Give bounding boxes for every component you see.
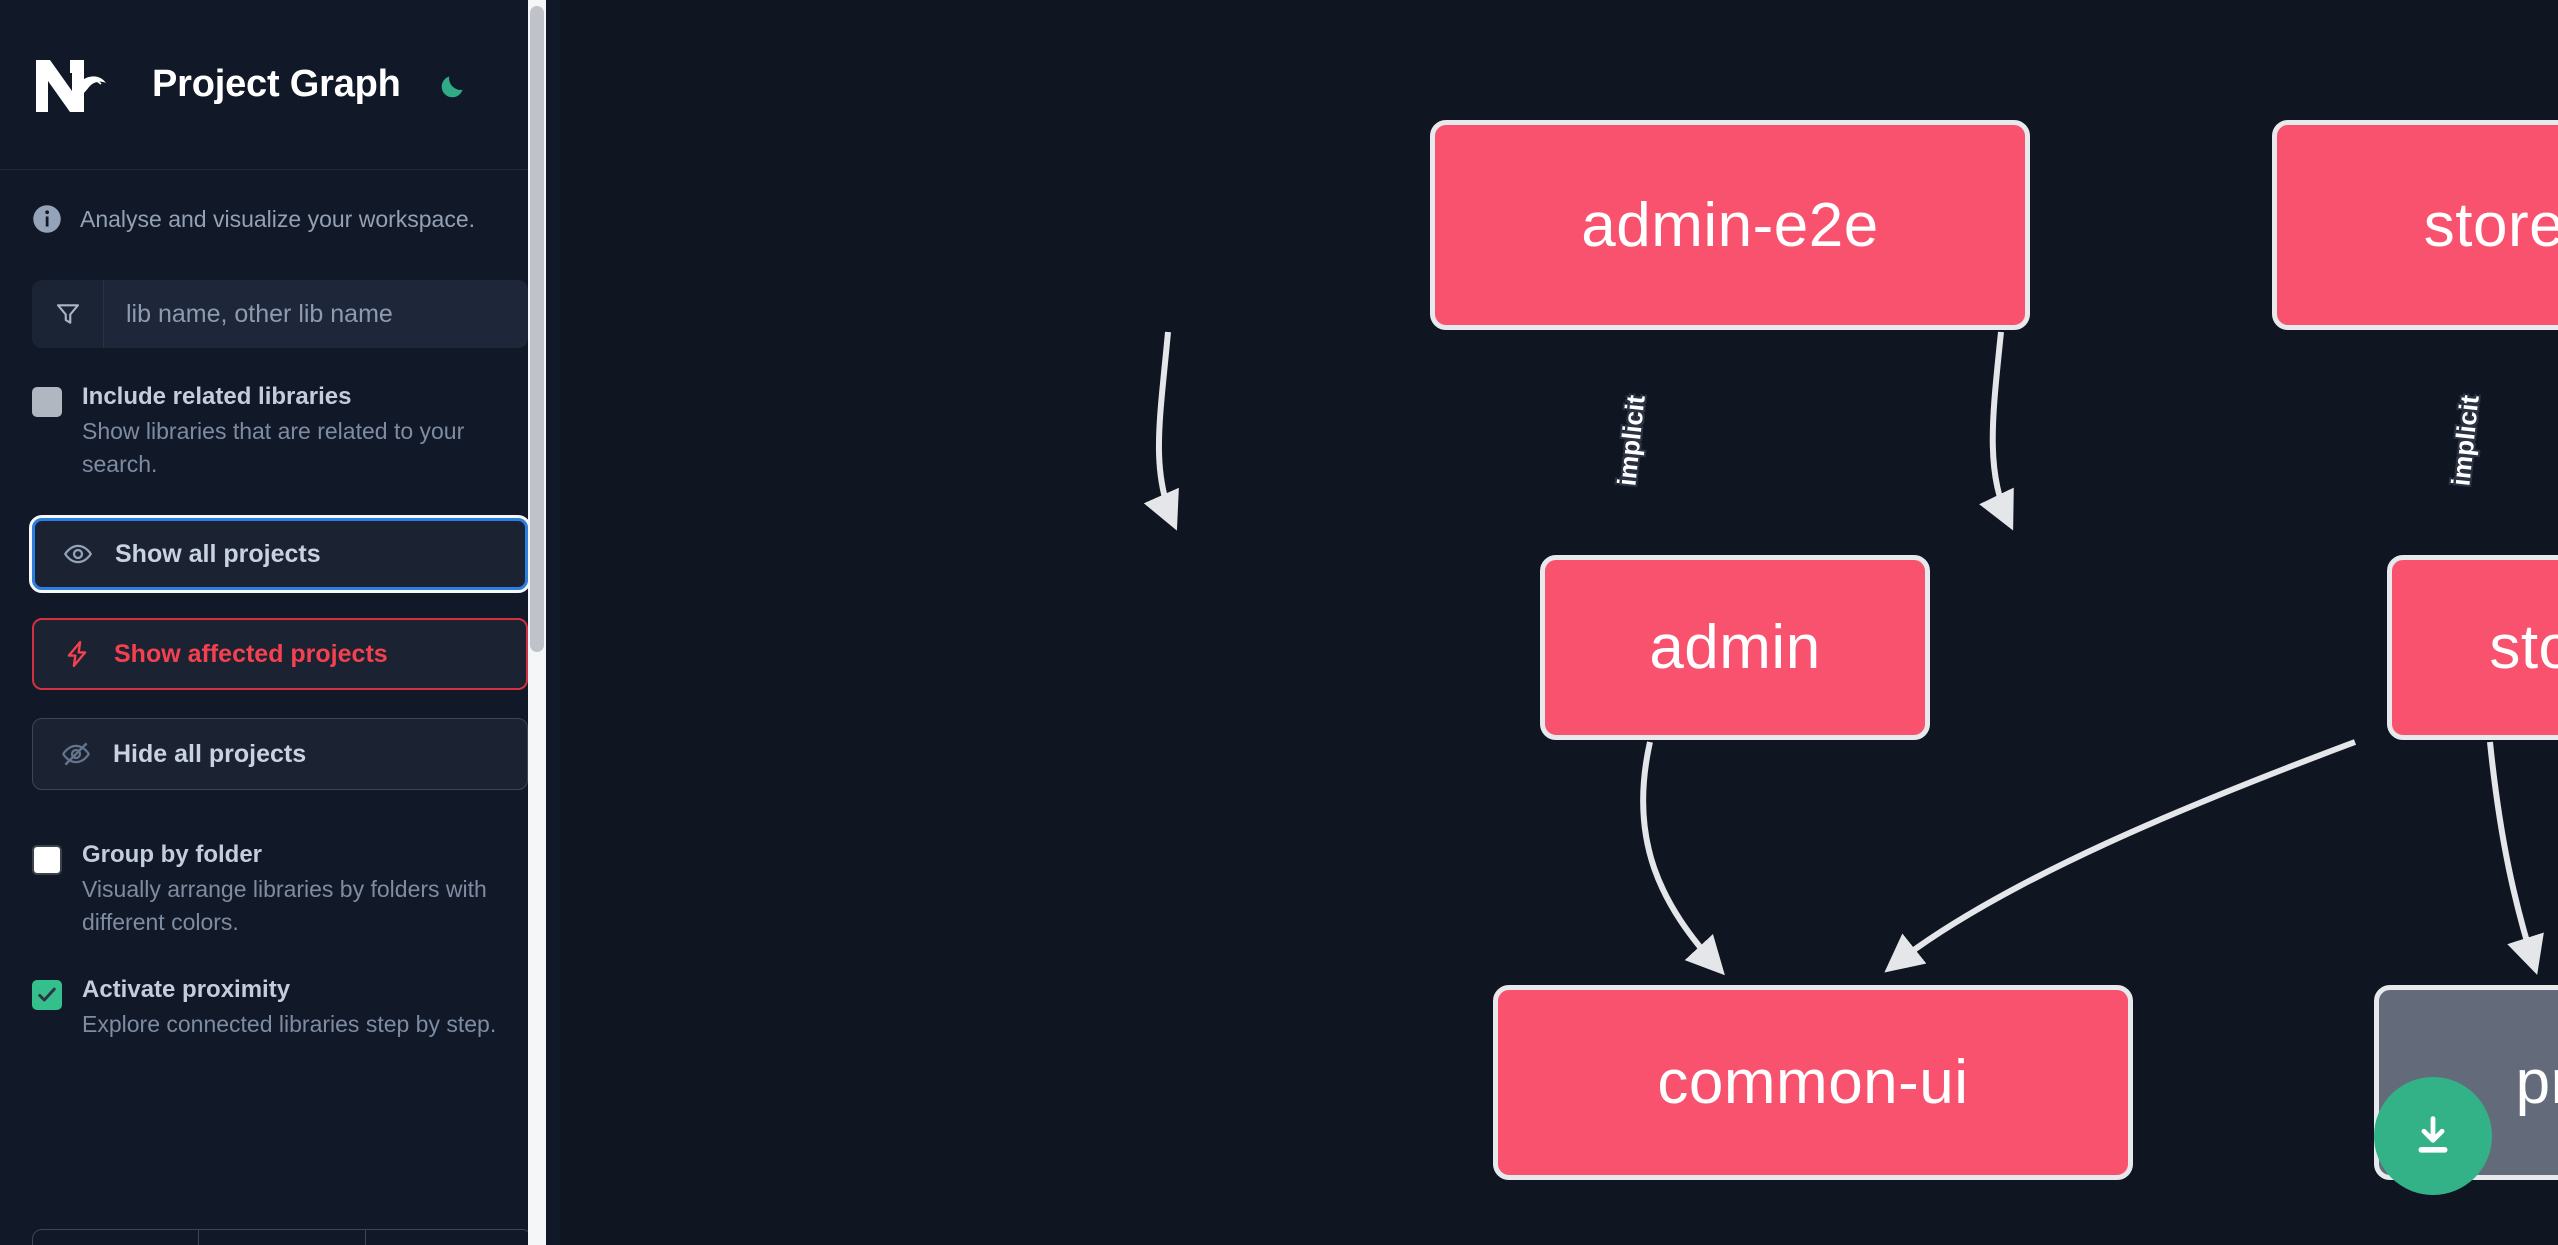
checkbox-include-related-libraries[interactable]: Include related libraries Show libraries… — [0, 348, 560, 480]
eye-off-icon — [61, 742, 91, 766]
edge-store-to-common-ui — [1884, 739, 2357, 973]
segment-option[interactable] — [366, 1230, 531, 1245]
checkbox-label: Activate proximity — [82, 975, 291, 1003]
sidebar-header: Project Graph — [0, 0, 560, 170]
checkbox-label: Include related libraries — [82, 383, 352, 410]
edge-admin-to-common-ui — [1640, 741, 1725, 976]
funnel-filter-icon — [32, 280, 104, 348]
node-label: admin — [1649, 613, 1821, 682]
checkbox-activate-proximity[interactable]: Activate proximity Explore connected lib… — [0, 939, 560, 1041]
bottom-segmented-control[interactable] — [32, 1229, 532, 1245]
graph-node-common-ui[interactable]: common-ui — [1493, 985, 2133, 1180]
button-label: Show affected projects — [114, 639, 388, 668]
graph-node-store-e2e[interactable]: store-e2e — [2272, 120, 2558, 330]
checkbox-label: Group by folder — [82, 841, 262, 869]
page-title: Project Graph — [152, 63, 401, 105]
node-label: store — [2489, 613, 2558, 682]
node-label: common-ui — [1657, 1048, 1969, 1117]
segment-option[interactable] — [33, 1230, 200, 1245]
checkbox-indicator[interactable] — [32, 979, 62, 1010]
download-graph-button[interactable] — [2374, 1077, 2492, 1195]
moon-icon[interactable] — [433, 64, 475, 106]
checkbox-indicator[interactable] — [32, 845, 62, 876]
graph-edges — [1143, 331, 2544, 976]
show-affected-projects-button[interactable]: Show affected projects — [32, 618, 528, 691]
visibility-button-group: Show all projects Show affected projects… — [0, 480, 560, 791]
node-label: products — [2515, 1048, 2558, 1117]
bolt-icon — [67, 641, 87, 668]
checkbox-group-by-folder[interactable]: Group by folder Visually arrange librari… — [0, 818, 560, 938]
node-label: admin-e2e — [1581, 190, 1879, 260]
eye-icon — [63, 545, 93, 564]
info-text: Analyse and visualize your workspace. — [80, 205, 476, 232]
graph-node-admin[interactable]: admin — [1540, 555, 1930, 740]
graph-node-store[interactable]: store — [2387, 555, 2558, 740]
graph-node-admin-e2e[interactable]: admin-e2e — [1430, 120, 2030, 330]
button-label: Hide all projects — [113, 739, 307, 768]
edge-store-e2e-to-store — [1979, 331, 2014, 531]
node-label: store-e2e — [2423, 190, 2558, 260]
scrollbar-thumb[interactable] — [530, 6, 544, 652]
sidebar-scrollbar[interactable] — [528, 0, 546, 1245]
sidebar-edge — [546, 0, 560, 1245]
download-icon — [2418, 1116, 2448, 1153]
filter-search-box[interactable] — [32, 280, 528, 348]
checkbox-indicator[interactable] — [32, 387, 62, 417]
checkbox-description: Visually arrange libraries by folders wi… — [82, 876, 487, 935]
segment-option[interactable] — [199, 1230, 366, 1245]
info-circle-icon — [32, 204, 62, 234]
nx-logo-icon — [32, 54, 124, 116]
search-input[interactable] — [104, 280, 528, 348]
graph-canvas[interactable]: admin-e2e store-e2e admin store common-u… — [560, 0, 2558, 1245]
workspace-info: Analyse and visualize your workspace. — [0, 170, 560, 234]
hide-all-projects-button[interactable]: Hide all projects — [32, 718, 528, 791]
button-label: Show all projects — [115, 539, 321, 568]
edge-store-to-products — [2487, 741, 2544, 975]
edge-admin-e2e-to-admin — [1143, 331, 1179, 531]
checkbox-description: Explore connected libraries step by step… — [82, 1010, 497, 1037]
show-all-projects-button[interactable]: Show all projects — [29, 515, 531, 594]
sidebar: Project Graph Analyse and visualize your… — [0, 0, 560, 1245]
check-icon — [38, 987, 56, 1002]
checkbox-description: Show libraries that are related to your … — [82, 418, 465, 477]
